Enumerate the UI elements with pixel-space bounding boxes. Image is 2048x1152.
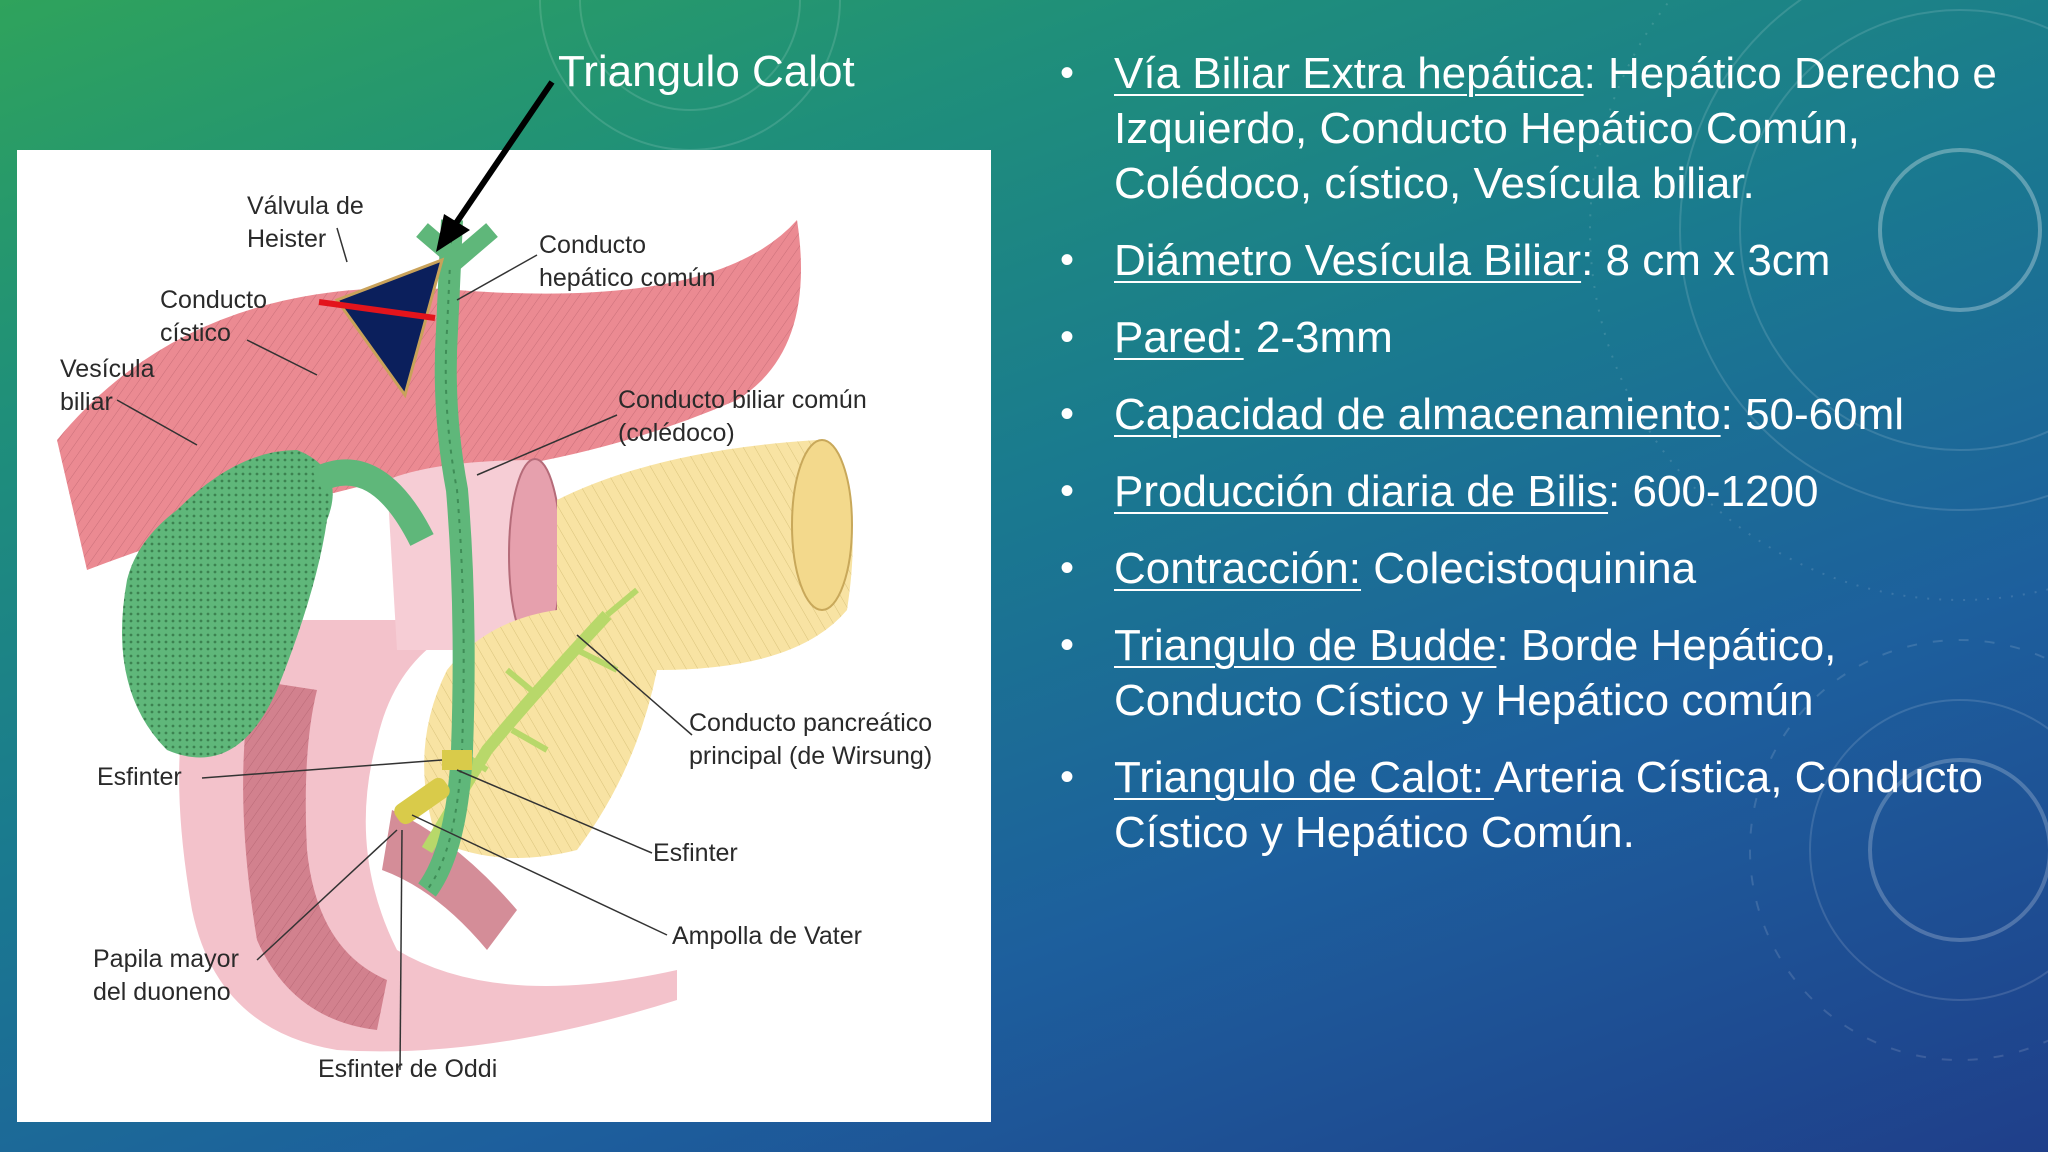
bullet-term: Contracción: <box>1114 544 1362 593</box>
bullet-list: Vía Biliar Extra hepática: Hepático Dere… <box>1060 46 2020 882</box>
calot-triangle-base-line <box>318 299 436 321</box>
bullet-item: Contracción: Colecistoquinina <box>1060 541 2020 596</box>
pancreas-shape <box>424 439 853 858</box>
bullet-item: Capacidad de almacenamiento: 50-60ml <box>1060 387 2020 442</box>
gallbladder-shape <box>122 450 434 758</box>
bullet-item: Diámetro Vesícula Biliar: 8 cm x 3cm <box>1060 233 2020 288</box>
bullet-term: Diámetro Vesícula Biliar <box>1114 236 1582 285</box>
bullet-term: Triangulo de Calot: <box>1114 753 1494 802</box>
bullet-item: Vía Biliar Extra hepática: Hepático Dere… <box>1060 46 2020 211</box>
label-esfinter-oddi: Esfinter de Oddi <box>318 1055 498 1083</box>
bullet-item: Triangulo de Budde: Borde Hepático, Cond… <box>1060 618 2020 728</box>
label-papila-mayor: Papila mayor del duoneno <box>93 945 239 1006</box>
label-valvula-heister: Válvula de Heister <box>247 192 364 253</box>
bullet-item: Triangulo de Calot: Arteria Cística, Con… <box>1060 750 2020 860</box>
bullet-term: Triangulo de Budde <box>1114 621 1497 670</box>
bullet-term: Vía Biliar Extra hepática <box>1114 49 1584 98</box>
duodenum-shape <box>179 620 677 1052</box>
label-conducto-biliar-comun: Conducto biliar común (colédoco) <box>618 386 867 447</box>
label-ampolla-vater: Ampolla de Vater <box>672 922 862 950</box>
bullet-text: : 8 cm x 3cm <box>1581 236 1831 285</box>
label-conducto-pancreatico: Conducto pancreático principal (de Wirsu… <box>689 709 933 770</box>
bullet-text: : Borde Hepático, Conducto Cístico y Hep… <box>1114 621 1837 725</box>
bullet-term: Producción diaria de Bilis <box>1114 467 1609 516</box>
bullet-text: : Hepático Derecho e Izquierdo, Conducto… <box>1114 49 1997 208</box>
label-vesicula-biliar: Vesícula biliar <box>60 355 155 416</box>
label-esfinter-left: Esfinter <box>97 763 182 791</box>
bullet-text: Colecistoquinina <box>1361 544 1697 593</box>
label-conducto-cistico: Conducto cístico <box>160 286 268 347</box>
bullet-text: 2-3mm <box>1243 313 1393 362</box>
biliary-anatomy-illustration <box>57 219 853 1071</box>
bullet-text: : 600-1200 <box>1608 467 1819 516</box>
label-conducto-hepatico-comun: Conducto hepático común <box>539 231 716 292</box>
calot-triangle <box>334 257 445 399</box>
anatomy-diagram: Válvula de Heister Conducto hepático com… <box>17 150 991 1122</box>
bullet-item: Pared: 2-3mm <box>1060 310 2020 365</box>
bullet-text: : 50-60ml <box>1720 390 1905 439</box>
callout-title: Triangulo Calot <box>558 47 855 96</box>
bullet-term: Capacidad de almacenamiento <box>1114 390 1721 439</box>
bullet-item: Producción diaria de Bilis: 600-1200 <box>1060 464 2020 519</box>
label-esfinter-right: Esfinter <box>653 839 738 867</box>
bullet-text: Arteria Cística, Conducto Cístico y Hepá… <box>1114 753 1984 857</box>
bullet-term: Pared: <box>1114 313 1244 362</box>
